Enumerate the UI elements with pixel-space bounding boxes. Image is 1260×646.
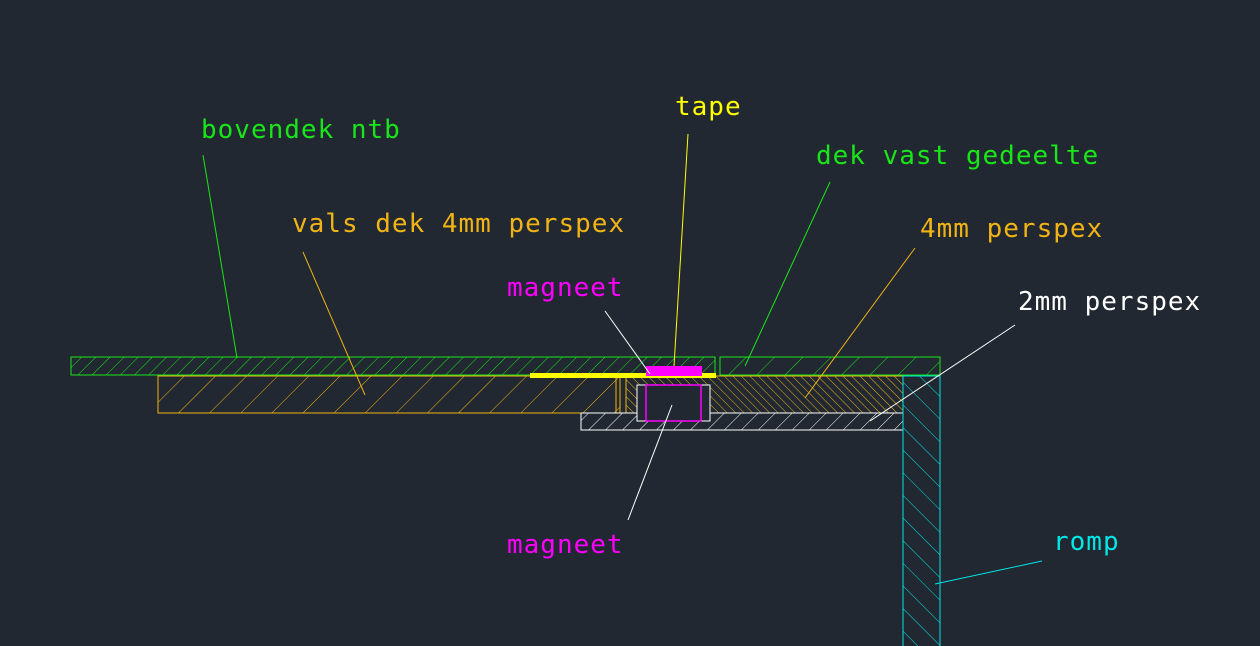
vals-dek-plate [157, 375, 621, 414]
magnet-bottom [645, 384, 702, 422]
leader-vals-dek [302, 251, 366, 396]
leader-bovendek [202, 154, 238, 359]
leader-dek-vast [744, 181, 831, 367]
bovendek-plate [70, 356, 716, 376]
tape-strip [530, 373, 716, 378]
label-romp: romp [1053, 527, 1120, 557]
label-tape: tape [675, 92, 742, 122]
leader-romp [934, 560, 1043, 585]
leader-magneet-bottom [627, 404, 673, 521]
label-bovendek: bovendek ntb [201, 115, 401, 145]
label-perspex-4mm: 4mm perspex [920, 214, 1104, 244]
label-vals-dek: vals dek 4mm perspex [292, 209, 626, 239]
label-perspex-2mm: 2mm perspex [1018, 287, 1202, 317]
dek-vast-plate [719, 356, 941, 376]
leader-perspex-4mm [804, 247, 916, 399]
label-dek-vast: dek vast gedeelte [816, 141, 1100, 171]
magnet-top [646, 366, 702, 376]
label-magneet-top: magneet [507, 273, 624, 303]
label-magneet-bottom: magneet [507, 530, 624, 560]
leader-perspex-2mm [869, 324, 1016, 422]
leader-magneet-top [604, 310, 651, 375]
leader-tape [673, 133, 689, 367]
perspex-2mm-plate [580, 412, 904, 431]
romp-wall [902, 375, 941, 646]
